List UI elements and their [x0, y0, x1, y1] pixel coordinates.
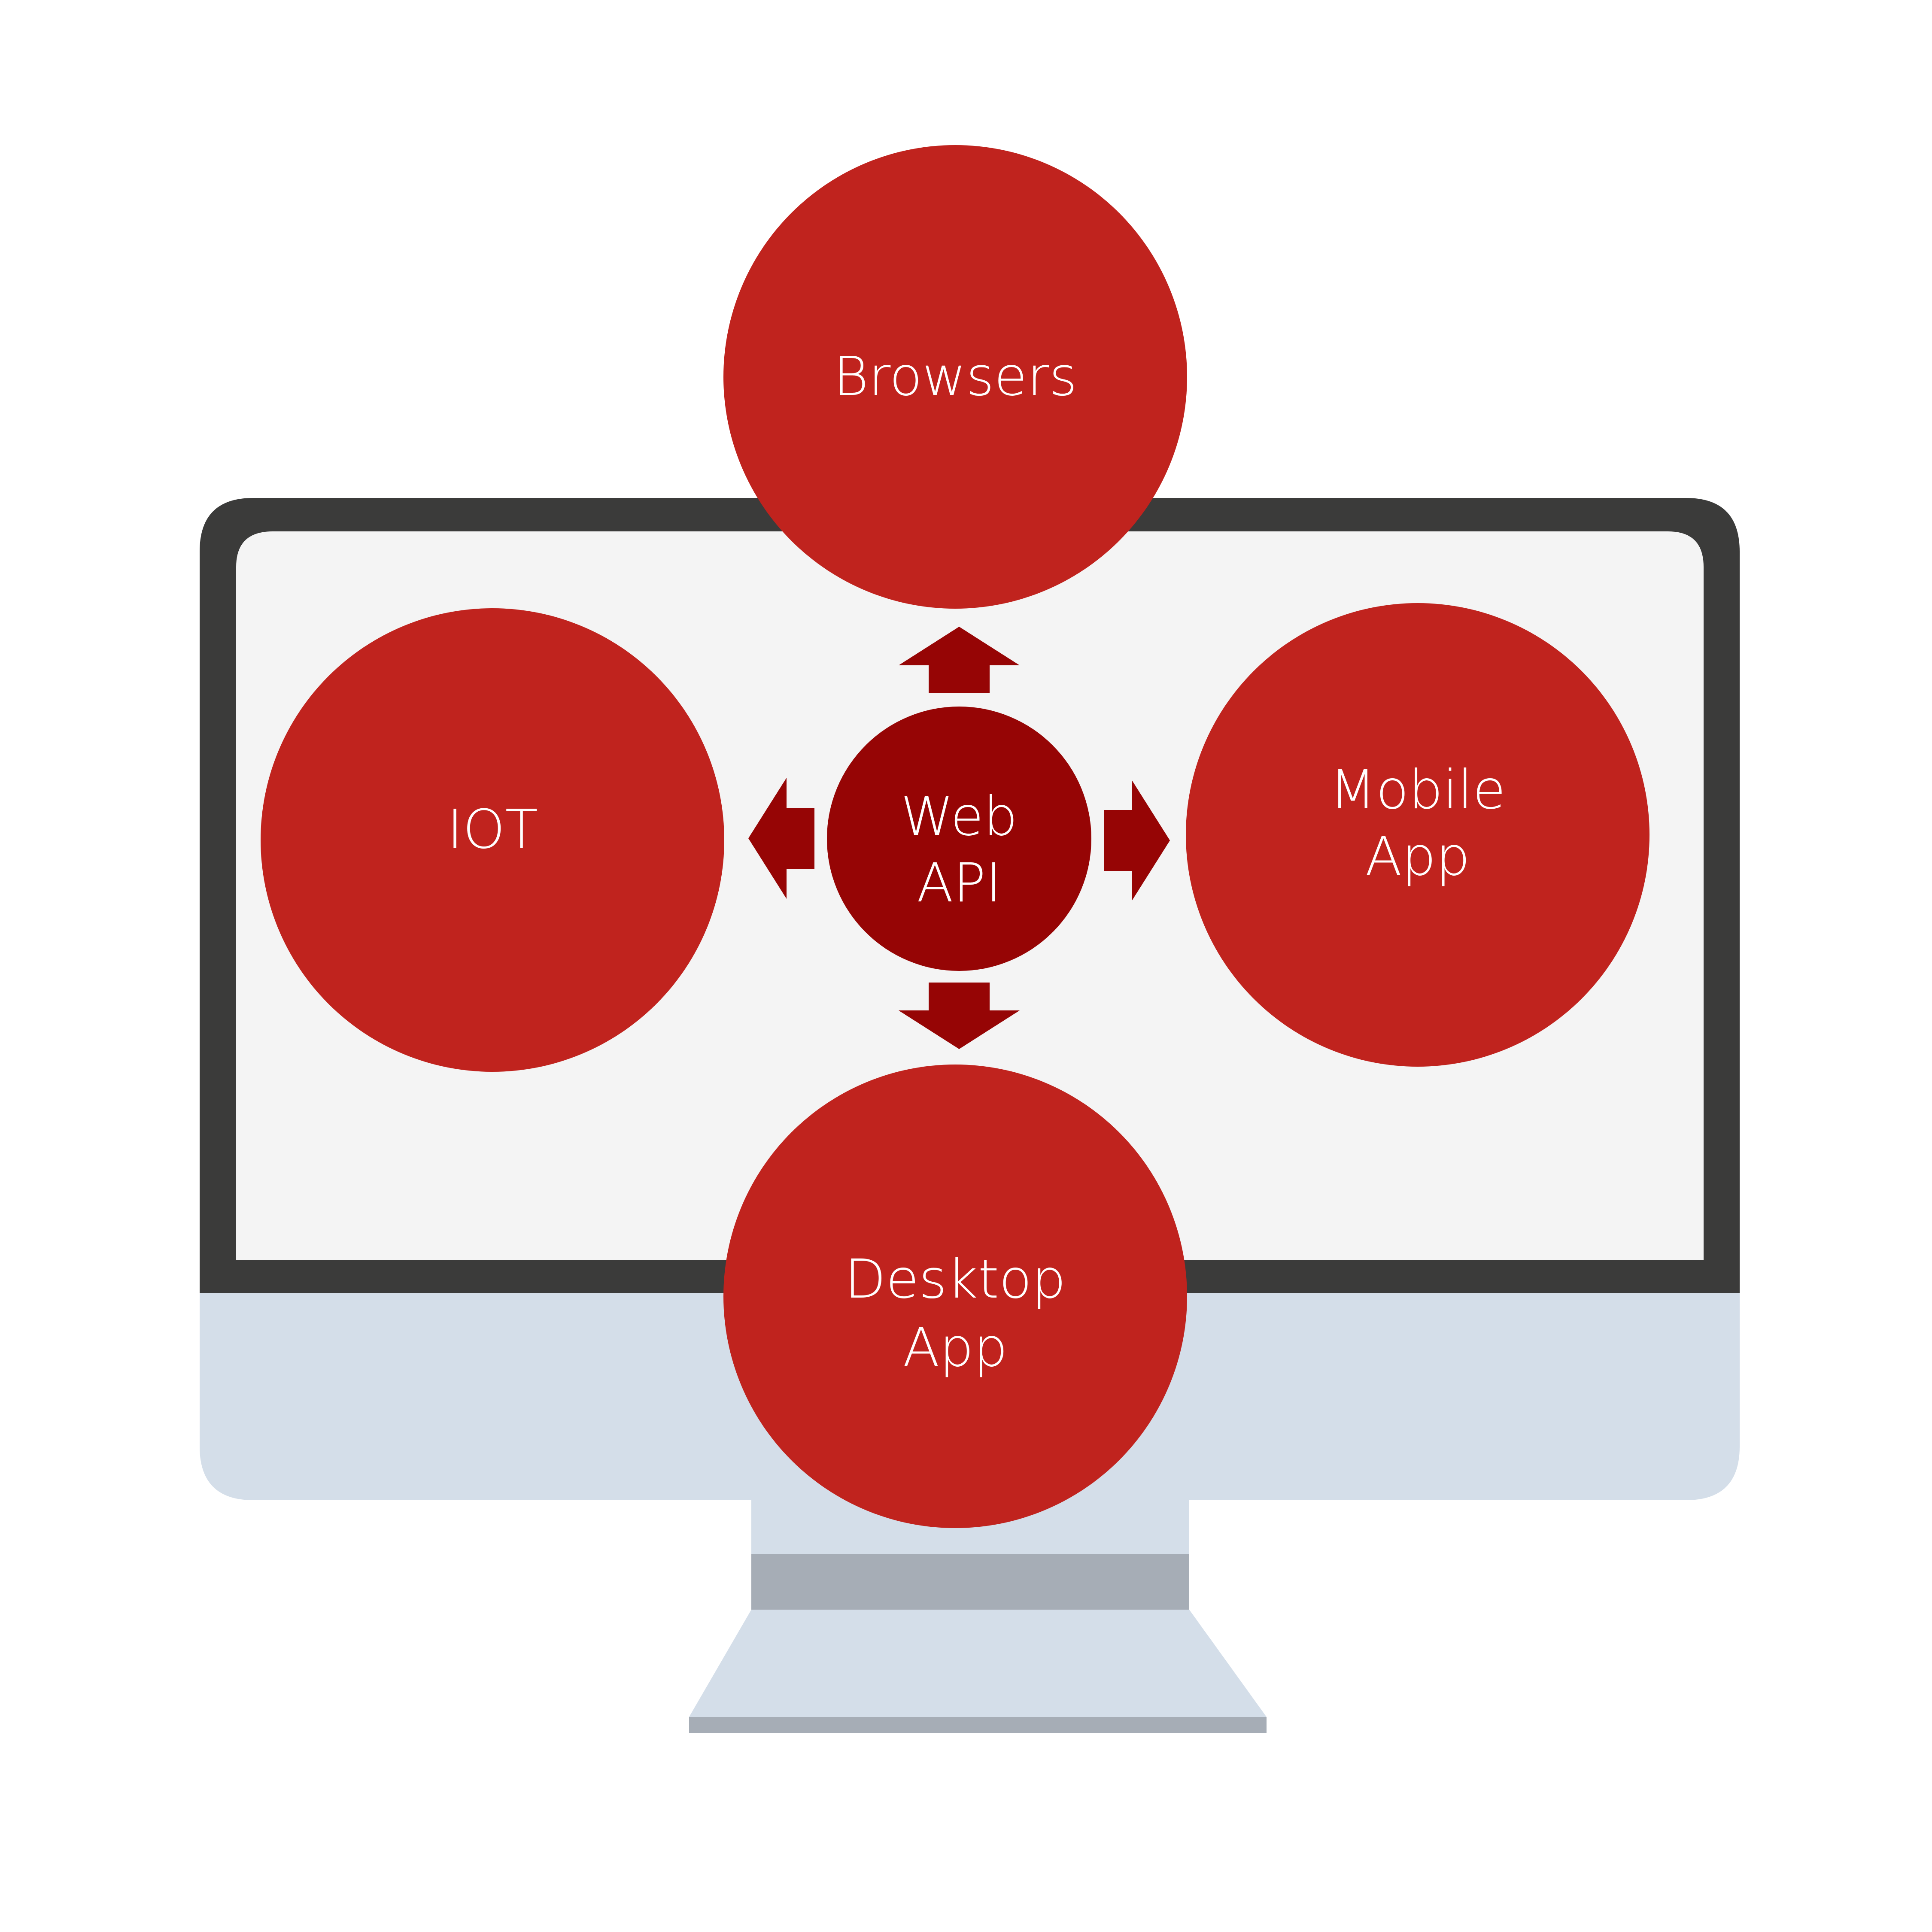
browsers-label: Browsers	[833, 346, 1077, 408]
mobile-app-circle	[1186, 603, 1649, 1067]
arrow-up	[899, 627, 1020, 693]
iot-label: IOT	[447, 798, 538, 861]
arrows	[748, 627, 1170, 1049]
node-desktop-app: Desktop App	[723, 1065, 1187, 1528]
desktop-app-circle	[723, 1065, 1187, 1528]
arrow-right	[1104, 780, 1170, 901]
browsers-circle	[723, 145, 1187, 609]
hub-circle	[827, 707, 1091, 971]
node-browsers: Browsers	[723, 145, 1187, 609]
monitor-stand-foot	[689, 1610, 1267, 1717]
hub-web-api: Web API	[827, 707, 1091, 971]
iot-circle	[261, 608, 724, 1072]
node-mobile-app: Mobile App	[1186, 603, 1649, 1067]
hub-label-line2: API	[917, 852, 1002, 914]
monitor-stand-foot-shadow	[689, 1717, 1267, 1733]
arrow-left	[748, 778, 814, 899]
monitor-stand-band	[751, 1554, 1189, 1610]
hub-label-line1: Web	[901, 786, 1018, 848]
mobile-app-label-line1: Mobile	[1330, 759, 1506, 821]
desktop-app-label-line2: App	[903, 1316, 1008, 1379]
node-iot: IOT	[261, 608, 724, 1072]
desktop-app-label-line1: Desktop	[844, 1248, 1066, 1310]
mobile-app-label-line2: App	[1365, 825, 1470, 888]
arrow-down	[899, 983, 1020, 1049]
